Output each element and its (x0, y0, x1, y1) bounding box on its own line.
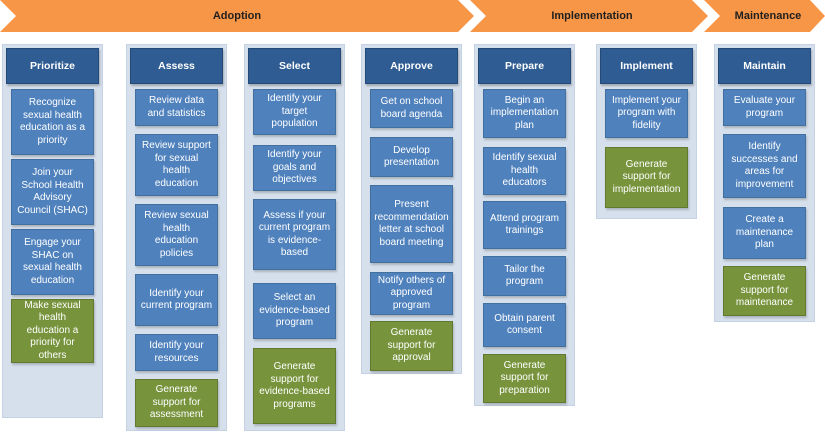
step-box: Get on school board agenda (370, 89, 453, 128)
column-header-assess: Assess (130, 48, 223, 84)
step-box: Attend program trainings (483, 201, 566, 249)
column-header-select: Select (248, 48, 341, 84)
support-step: Generate support for maintenance (723, 266, 806, 316)
step-box: Review sexual health education policies (135, 204, 218, 266)
step-box: Identify sexual health educators (483, 147, 566, 195)
step-box: Identify your target population (253, 89, 336, 135)
support-step: Generate support for approval (370, 321, 453, 371)
step-box: Notify others of approved program (370, 272, 453, 315)
step-box: Review data and statistics (135, 89, 218, 126)
support-step: Make sexual health education a priority … (11, 299, 94, 363)
step-box: Create a maintenance plan (723, 207, 806, 259)
step-box: Join your School Health Advisory Council… (11, 159, 94, 225)
phase-arrow-adoption (0, 0, 474, 32)
step-box: Implement your program with fidelity (605, 89, 688, 138)
phase-label-adoption: Adoption (212, 10, 262, 22)
step-box: Present recommendation letter at school … (370, 185, 453, 263)
step-box: Identify your goals and objectives (253, 145, 336, 191)
step-box: Begin an implementation plan (483, 89, 566, 138)
step-box: Review support for sexual health educati… (135, 134, 218, 196)
column-header-approve: Approve (365, 48, 458, 84)
column-header-prioritize: Prioritize (6, 48, 99, 84)
support-step: Generate support for evidence-based prog… (253, 348, 336, 424)
phase-label-maintenance: Maintenance (734, 10, 802, 22)
phase-arrow-maintenance (704, 0, 825, 32)
step-box: Select an evidence-based program (253, 283, 336, 339)
step-box: Identify your current program (135, 274, 218, 326)
step-box: Develop presentation (370, 137, 453, 177)
support-step: Generate support for implementation (605, 147, 688, 208)
support-step: Generate support for assessment (135, 379, 218, 427)
step-box: Identify your resources (135, 334, 218, 371)
column-header-implement: Implement (600, 48, 693, 84)
step-box: Assess if your current program is eviden… (253, 199, 336, 270)
column-header-prepare: Prepare (478, 48, 571, 84)
step-box: Evaluate your program (723, 89, 806, 126)
step-box: Obtain parent consent (483, 303, 566, 347)
step-box: Tailor the program (483, 256, 566, 296)
column-header-maintain: Maintain (718, 48, 811, 84)
phase-label-implementation: Implementation (551, 10, 633, 22)
phase-arrows (0, 0, 825, 32)
support-step: Generate support for preparation (483, 354, 566, 403)
step-box: Engage your SHAC on sexual health educat… (11, 229, 94, 295)
step-box: Identify successes and areas for improve… (723, 134, 806, 198)
step-box: Recognize sexual health education as a p… (11, 89, 94, 155)
phase-arrow-implementation (470, 0, 708, 32)
